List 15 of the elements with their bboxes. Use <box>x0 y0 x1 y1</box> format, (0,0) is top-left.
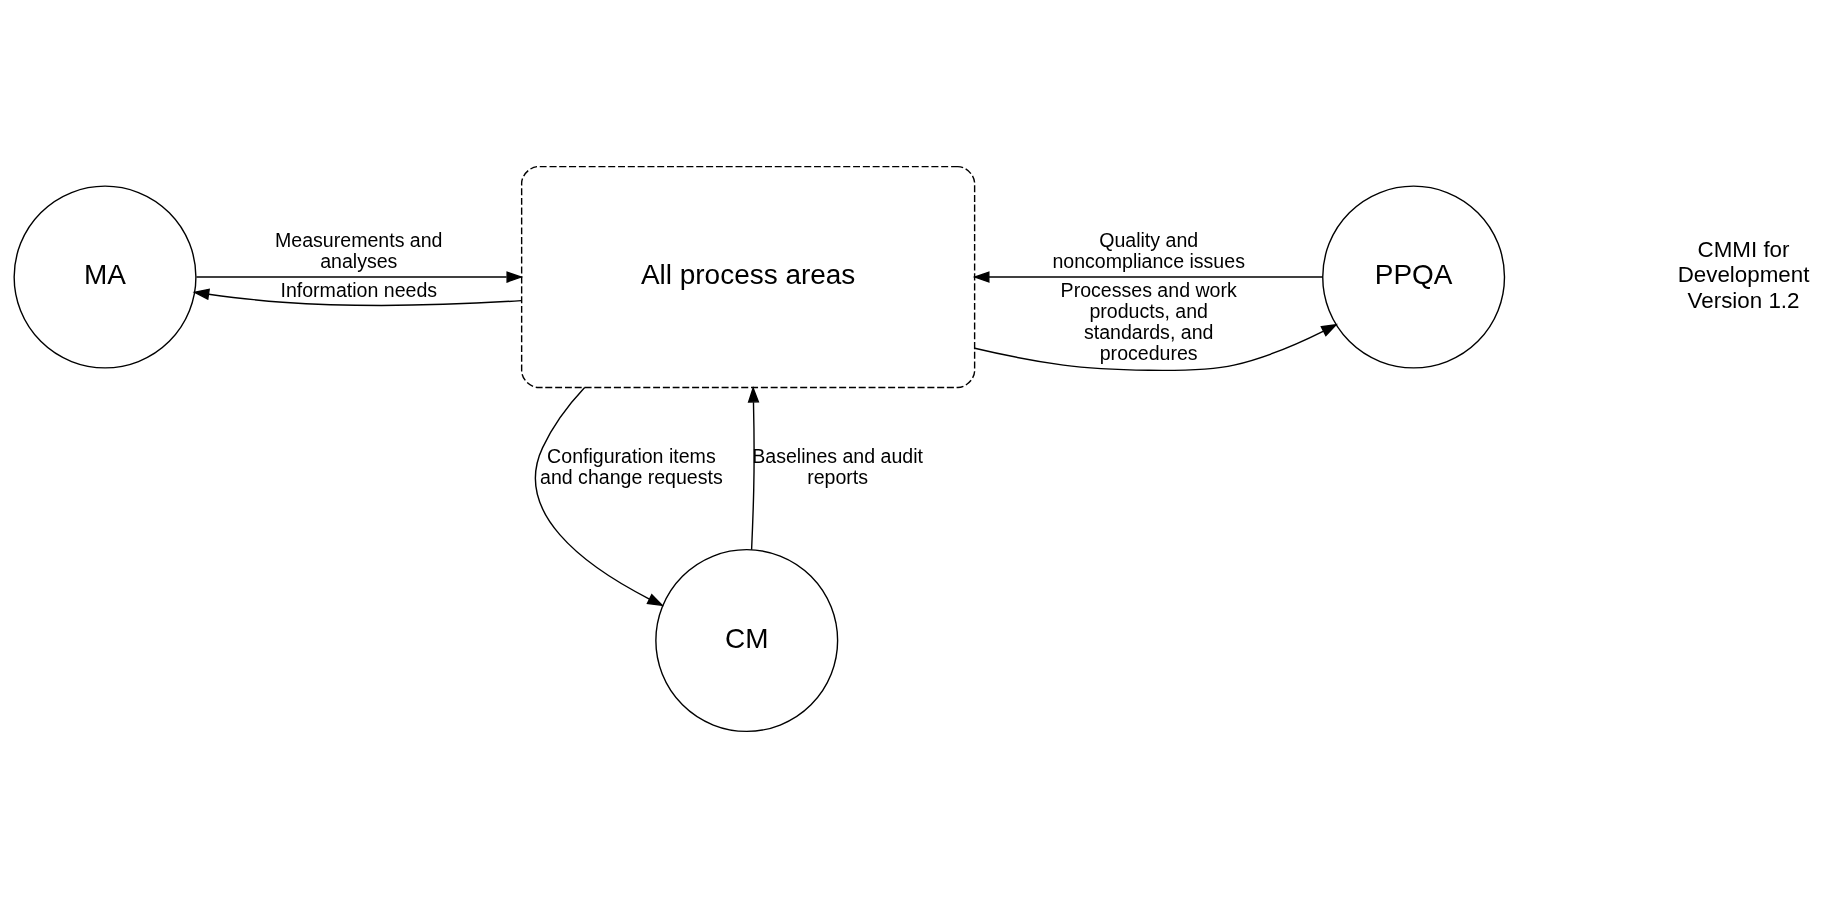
arrow <box>192 288 522 306</box>
node-circle: CM <box>655 548 839 732</box>
arrow <box>974 323 1338 371</box>
edge-label: Configuration items and change requests <box>540 444 723 488</box>
edge-label: Measurements and analyses <box>275 228 443 272</box>
node-box: All process areas <box>520 165 976 388</box>
arrow <box>972 270 1324 283</box>
arrow <box>747 385 760 550</box>
arrow <box>534 386 665 606</box>
arrow <box>195 270 524 283</box>
edge-label: Quality and noncompliance issues <box>1052 228 1245 272</box>
edge-label: Processes and work products, and standards, and procedures <box>1060 278 1237 364</box>
label: CMMI for Development Version 1.2 <box>1677 236 1810 313</box>
edge-label: Information needs <box>280 278 438 301</box>
node-circle: MA <box>13 184 197 369</box>
